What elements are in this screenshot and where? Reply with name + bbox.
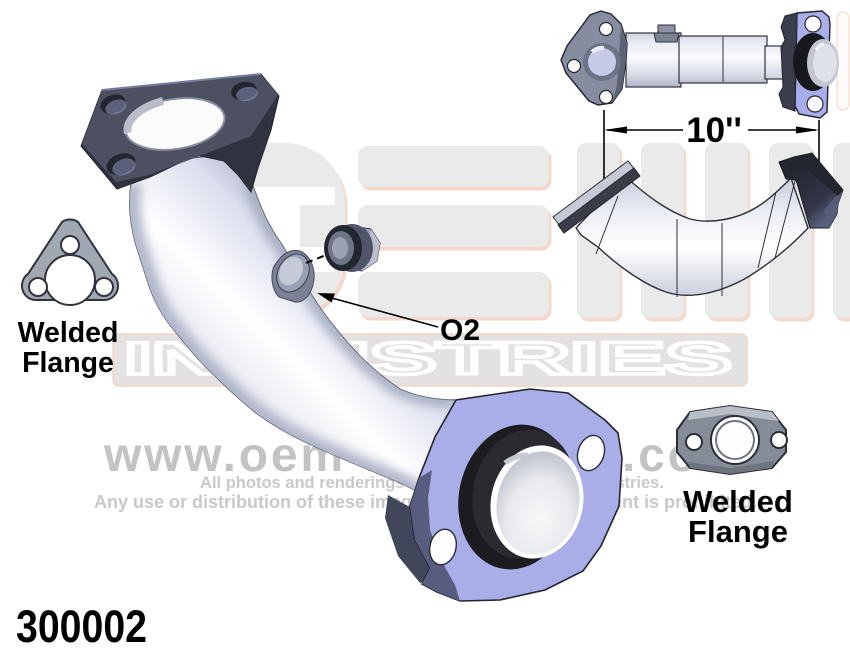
svg-text:10'': 10'' <box>686 111 742 150</box>
svg-text:Welded: Welded <box>18 317 119 349</box>
svg-text:Flange: Flange <box>22 347 114 379</box>
svg-text:Welded: Welded <box>683 484 793 519</box>
svg-text:O2: O2 <box>440 314 480 347</box>
svg-text:Flange: Flange <box>688 514 788 549</box>
svg-text:300002: 300002 <box>16 601 147 652</box>
